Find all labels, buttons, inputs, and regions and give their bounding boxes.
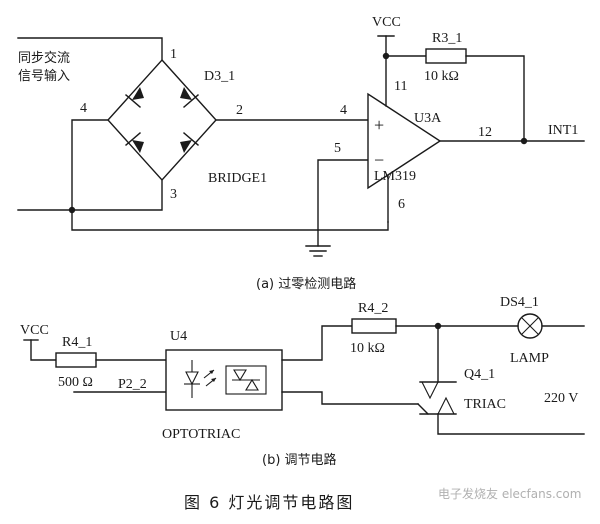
opamp-name-label: U3A <box>414 111 442 126</box>
vcc-left-label: VCC <box>20 323 49 338</box>
r31-value-label: 10 kΩ <box>424 69 459 84</box>
pin-4-bridge-label: 4 <box>80 101 87 116</box>
bridge-diode-bl <box>125 132 144 153</box>
triac-name-label: TRIAC <box>464 397 506 412</box>
caption-b: (b) 调节电路 <box>262 452 337 468</box>
pin-3-label: 3 <box>170 187 177 202</box>
lamp-name-label: LAMP <box>510 351 549 366</box>
output-net-label: INT1 <box>548 123 578 138</box>
input-label-line2: 信号输入 <box>18 68 70 84</box>
r41-value-label: 500 Ω <box>58 375 93 390</box>
optotriac-u4 <box>165 349 283 411</box>
pin-1-label: 1 <box>170 47 177 62</box>
input-wire-bottom <box>17 179 163 211</box>
opto-out-top-wire <box>281 325 353 361</box>
resistor-r41 <box>55 352 97 368</box>
opamp-pin4-label: 4 <box>340 103 347 118</box>
u4-label: U4 <box>170 329 187 344</box>
junction-dot <box>68 206 76 214</box>
r42-name-label: R4_2 <box>358 301 388 316</box>
bridge-diode-br <box>180 132 199 153</box>
opto-triac-icon <box>225 365 267 395</box>
input-label-line1: 同步交流 <box>18 50 70 66</box>
triac-bottom-wire <box>437 413 585 435</box>
bridge-diode-tr <box>180 87 199 108</box>
lamp-icon <box>517 313 543 339</box>
lamp-ref-label: DS4_1 <box>500 295 539 310</box>
opamp-pin5-label: 5 <box>334 141 341 156</box>
resistor-r42 <box>351 318 397 334</box>
caption-a: (a) 过零检测电路 <box>256 276 356 292</box>
pin-2-label: 2 <box>236 103 243 118</box>
voltage-label: 220 V <box>544 391 578 406</box>
bridge-name-label: BRIDGE1 <box>208 171 267 186</box>
r42-value-label: 10 kΩ <box>350 341 385 356</box>
resistor-r31 <box>425 48 467 64</box>
opamp-lm319 <box>367 92 442 190</box>
r31-right-wire <box>465 55 525 142</box>
bridge-rectifier <box>107 58 217 182</box>
junction-dot <box>520 137 528 145</box>
input-wire-top <box>17 37 163 61</box>
triac-icon <box>417 381 457 415</box>
pin-11-label: 11 <box>394 79 407 94</box>
bridge-neg-wire <box>71 119 389 231</box>
figure-title: 图 6 灯光调节电路图 <box>184 493 354 512</box>
optotriac-label: OPTOTRIAC <box>162 427 240 442</box>
p2-2-label: P2_2 <box>118 377 147 392</box>
wire-minus <box>317 159 369 231</box>
opamp-pin12-label: 12 <box>478 125 492 140</box>
vcc-top-label: VCC <box>372 15 401 30</box>
opamp-pin6-label: 6 <box>398 197 405 212</box>
ground-icon <box>305 245 331 257</box>
vcc-left-wire <box>30 339 57 361</box>
bridge-diode-label: D3_1 <box>204 69 235 84</box>
opto-light-arrows-icon <box>203 369 217 387</box>
r41-name-label: R4_1 <box>62 335 92 350</box>
opto-gate-wire <box>281 391 419 405</box>
triac-ref-label: Q4_1 <box>464 367 495 382</box>
opamp-part-label: LM319 <box>374 169 416 184</box>
minus-sign: − <box>374 150 384 170</box>
r31-name-label: R3_1 <box>432 31 462 46</box>
opto-led-icon <box>184 360 200 398</box>
bridge-diode-tl <box>125 87 144 108</box>
watermark: 电子发烧友 elecfans.com <box>438 486 581 501</box>
regulation-circuit: VCC R4_1 500 Ω P2_2 U4 OPTOTRIAC R4_2 10… <box>20 295 585 468</box>
zero-crossing-circuit: 同步交流 信号输入 1 2 3 4 D3_1 BRIDGE1 VCC R3_1 … <box>17 15 585 292</box>
plus-sign: + <box>374 115 384 135</box>
